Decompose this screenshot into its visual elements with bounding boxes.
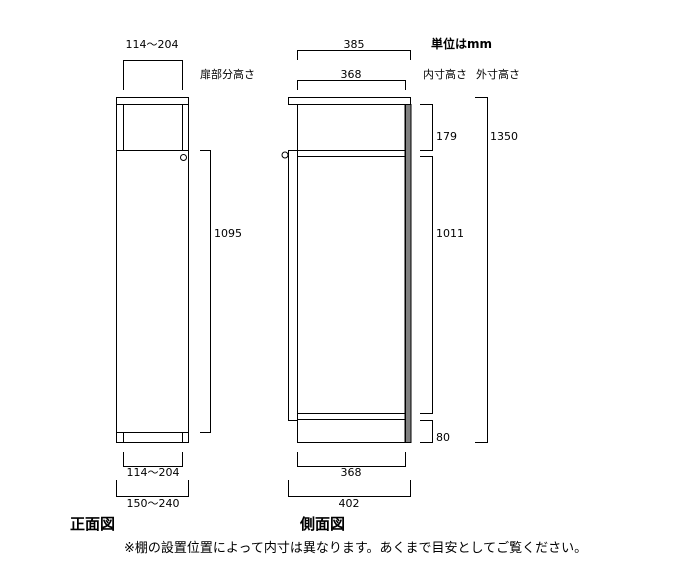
front-outer-width-label: 150〜240 [126, 497, 180, 510]
dim-inner-width [123, 452, 183, 467]
dim-door-height [200, 150, 211, 433]
door-height-value: 1095 [214, 227, 242, 240]
side-view [281, 50, 488, 497]
dim-bottom-inner-depth [297, 452, 406, 467]
side-door [288, 150, 298, 421]
side-bottom-outer-label: 402 [338, 497, 360, 510]
footnote: ※棚の設置位置によって内寸は異なります。あくまで目安としてご覧ください。 [124, 541, 588, 556]
front-top-board [116, 97, 189, 105]
bottom-height-value: 80 [436, 431, 450, 444]
dim-top-inner-depth [297, 80, 406, 90]
front-inner-width-label: 114〜204 [126, 466, 180, 479]
side-body [297, 104, 406, 443]
dim-bottom-outer-depth [288, 480, 411, 497]
middle-height-value: 1011 [436, 227, 464, 240]
unit-label: 単位はmm [431, 37, 493, 51]
side-top-outer-label: 385 [343, 38, 365, 51]
dim-middle-height [420, 156, 433, 414]
door-height-caption: 扉部分高さ [200, 68, 255, 81]
outer-height-value: 1350 [490, 130, 518, 143]
front-body [116, 104, 189, 443]
front-view [116, 60, 211, 497]
dim-upper-height [420, 104, 433, 151]
dim-top-width [123, 60, 183, 90]
side-top-inner-label: 368 [340, 68, 362, 81]
front-top-width-label: 114〜204 [125, 38, 179, 51]
dim-outer-width [116, 480, 189, 497]
inner-height-caption: 内寸高さ [423, 68, 467, 81]
side-bottom-inner-label: 368 [340, 466, 362, 479]
dim-bottom-height [420, 420, 433, 443]
side-view-title: 側面図 [300, 515, 346, 533]
dim-outer-height [475, 97, 488, 443]
dim-top-outer-depth [297, 50, 411, 60]
side-top-board [288, 97, 411, 105]
upper-height-value: 179 [436, 130, 457, 143]
front-view-title: 正面図 [70, 515, 116, 533]
door-knob-icon [180, 154, 187, 161]
outer-height-caption: 外寸高さ [476, 68, 520, 81]
door-knob-icon [281, 151, 289, 159]
